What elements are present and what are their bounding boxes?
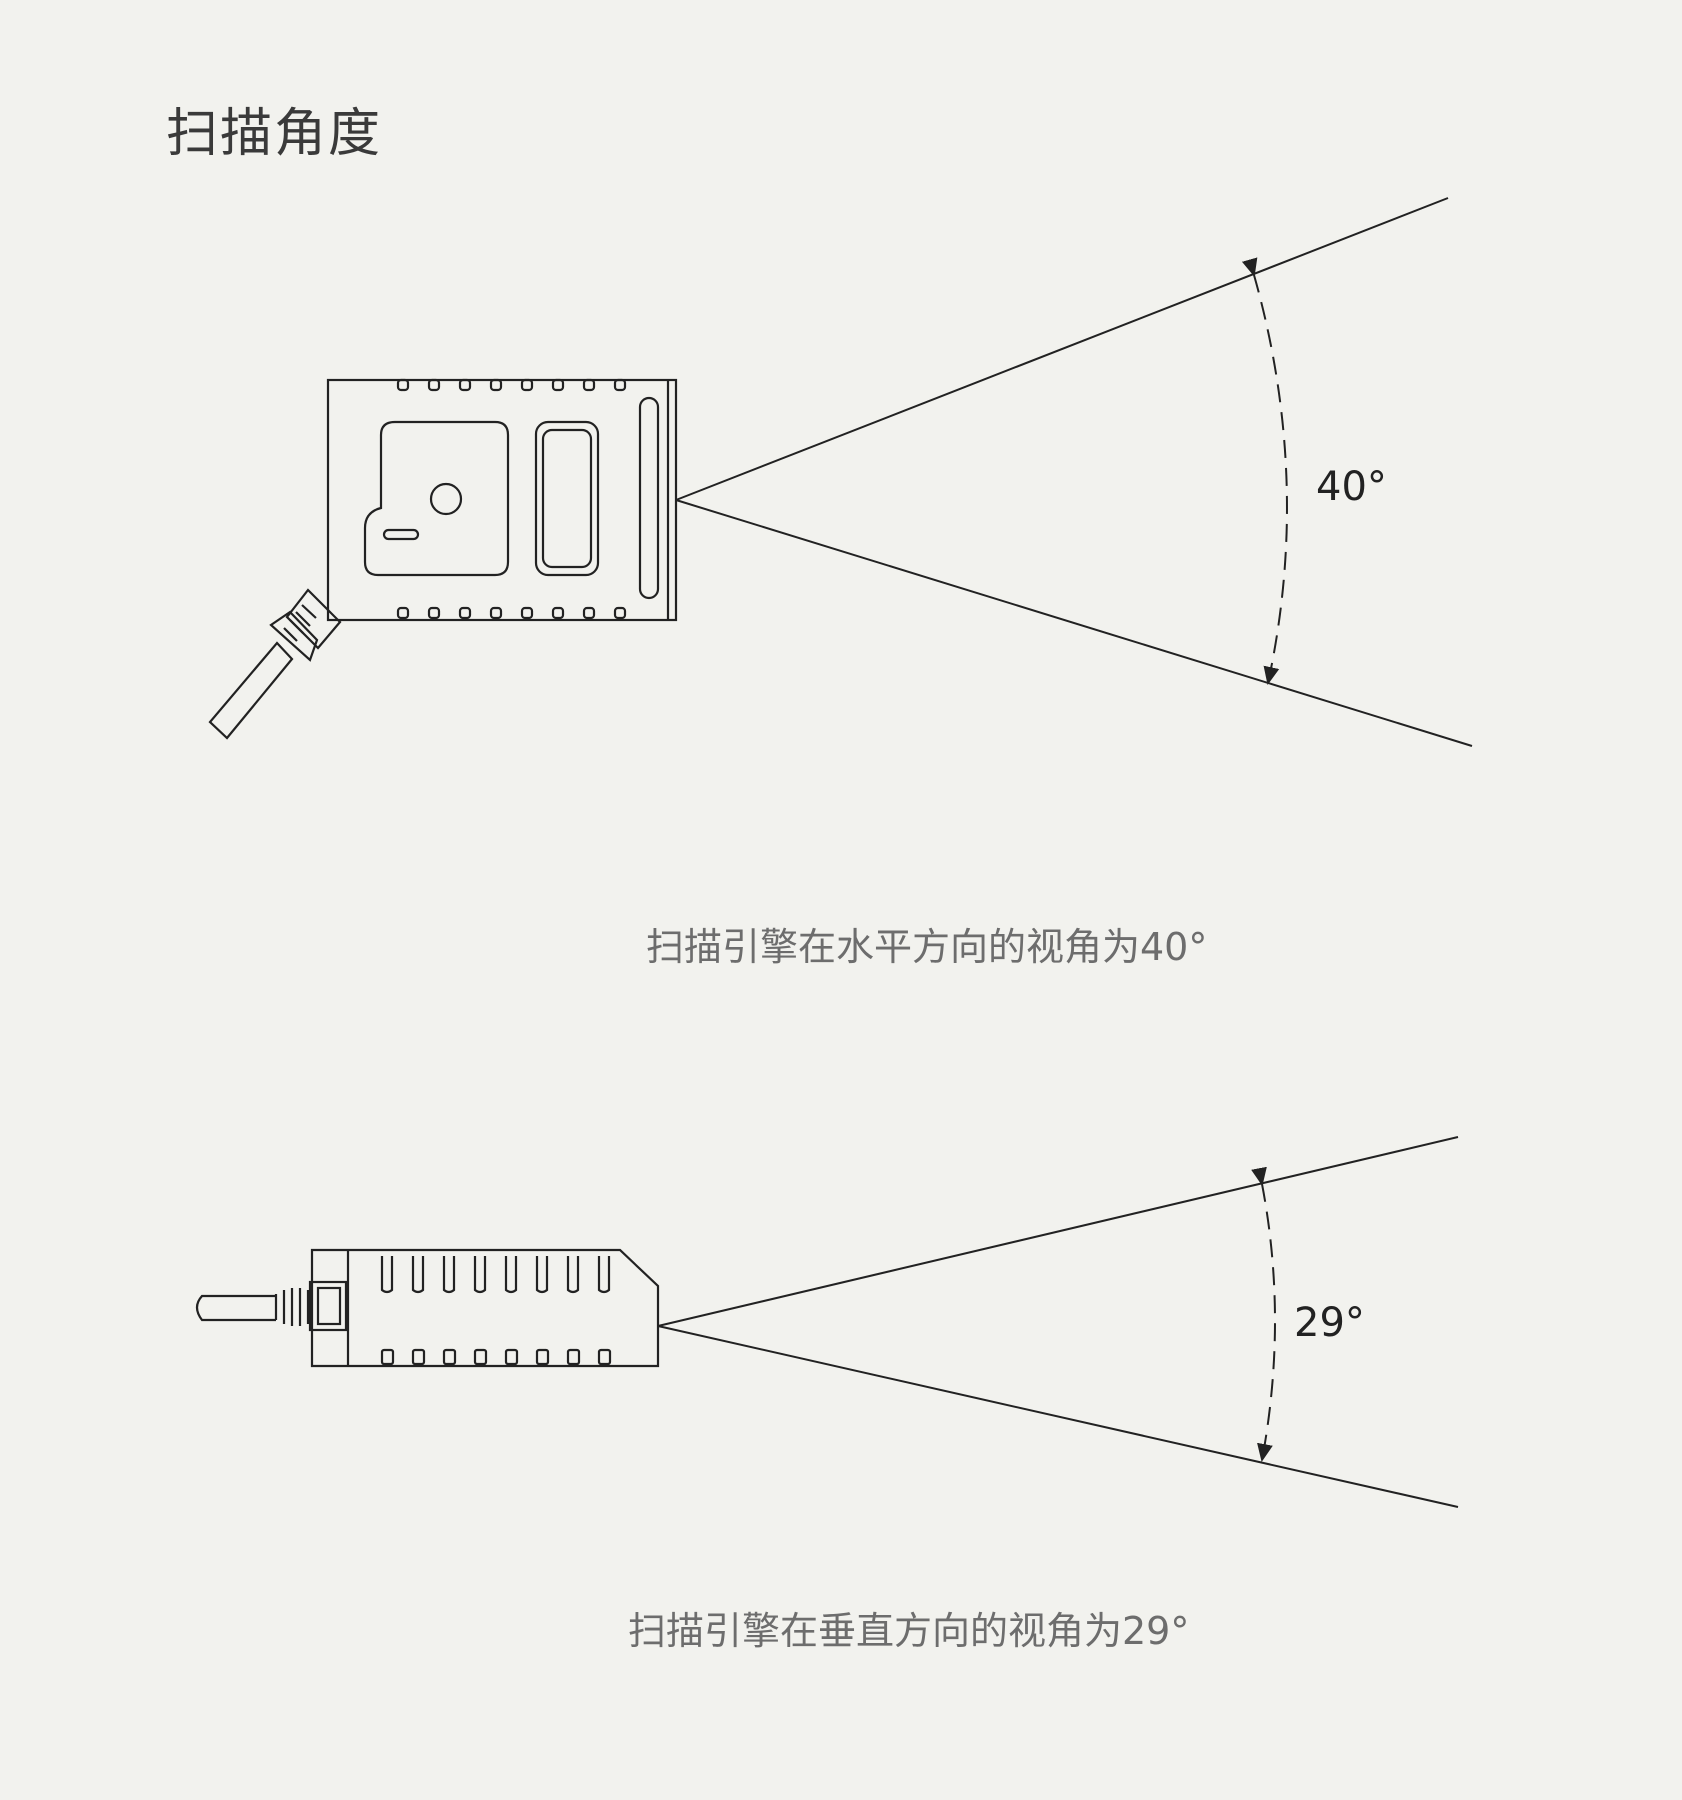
vent-holes-bottom bbox=[396, 606, 627, 620]
horizontal-angle-arc bbox=[1241, 257, 1288, 685]
scan-engine-top-view bbox=[208, 378, 678, 740]
page-title: 扫描角度 bbox=[166, 104, 383, 164]
vent-holes-top bbox=[396, 378, 627, 392]
vent-slots-top bbox=[380, 1256, 611, 1294]
horizontal-angle-label: 40° bbox=[1316, 464, 1387, 510]
vent-slots-bottom bbox=[380, 1348, 612, 1366]
vertical-fov bbox=[657, 1136, 1459, 1508]
horizontal-fov bbox=[675, 197, 1473, 747]
scan-engine-side-view bbox=[195, 1248, 660, 1368]
vertical-angle-arc bbox=[1251, 1166, 1276, 1462]
horizontal-angle-caption: 扫描引擎在水平方向的视角为40° bbox=[646, 925, 1208, 969]
vertical-angle-caption: 扫描引擎在垂直方向的视角为29° bbox=[628, 1609, 1190, 1653]
vertical-angle-label: 29° bbox=[1294, 1300, 1365, 1346]
